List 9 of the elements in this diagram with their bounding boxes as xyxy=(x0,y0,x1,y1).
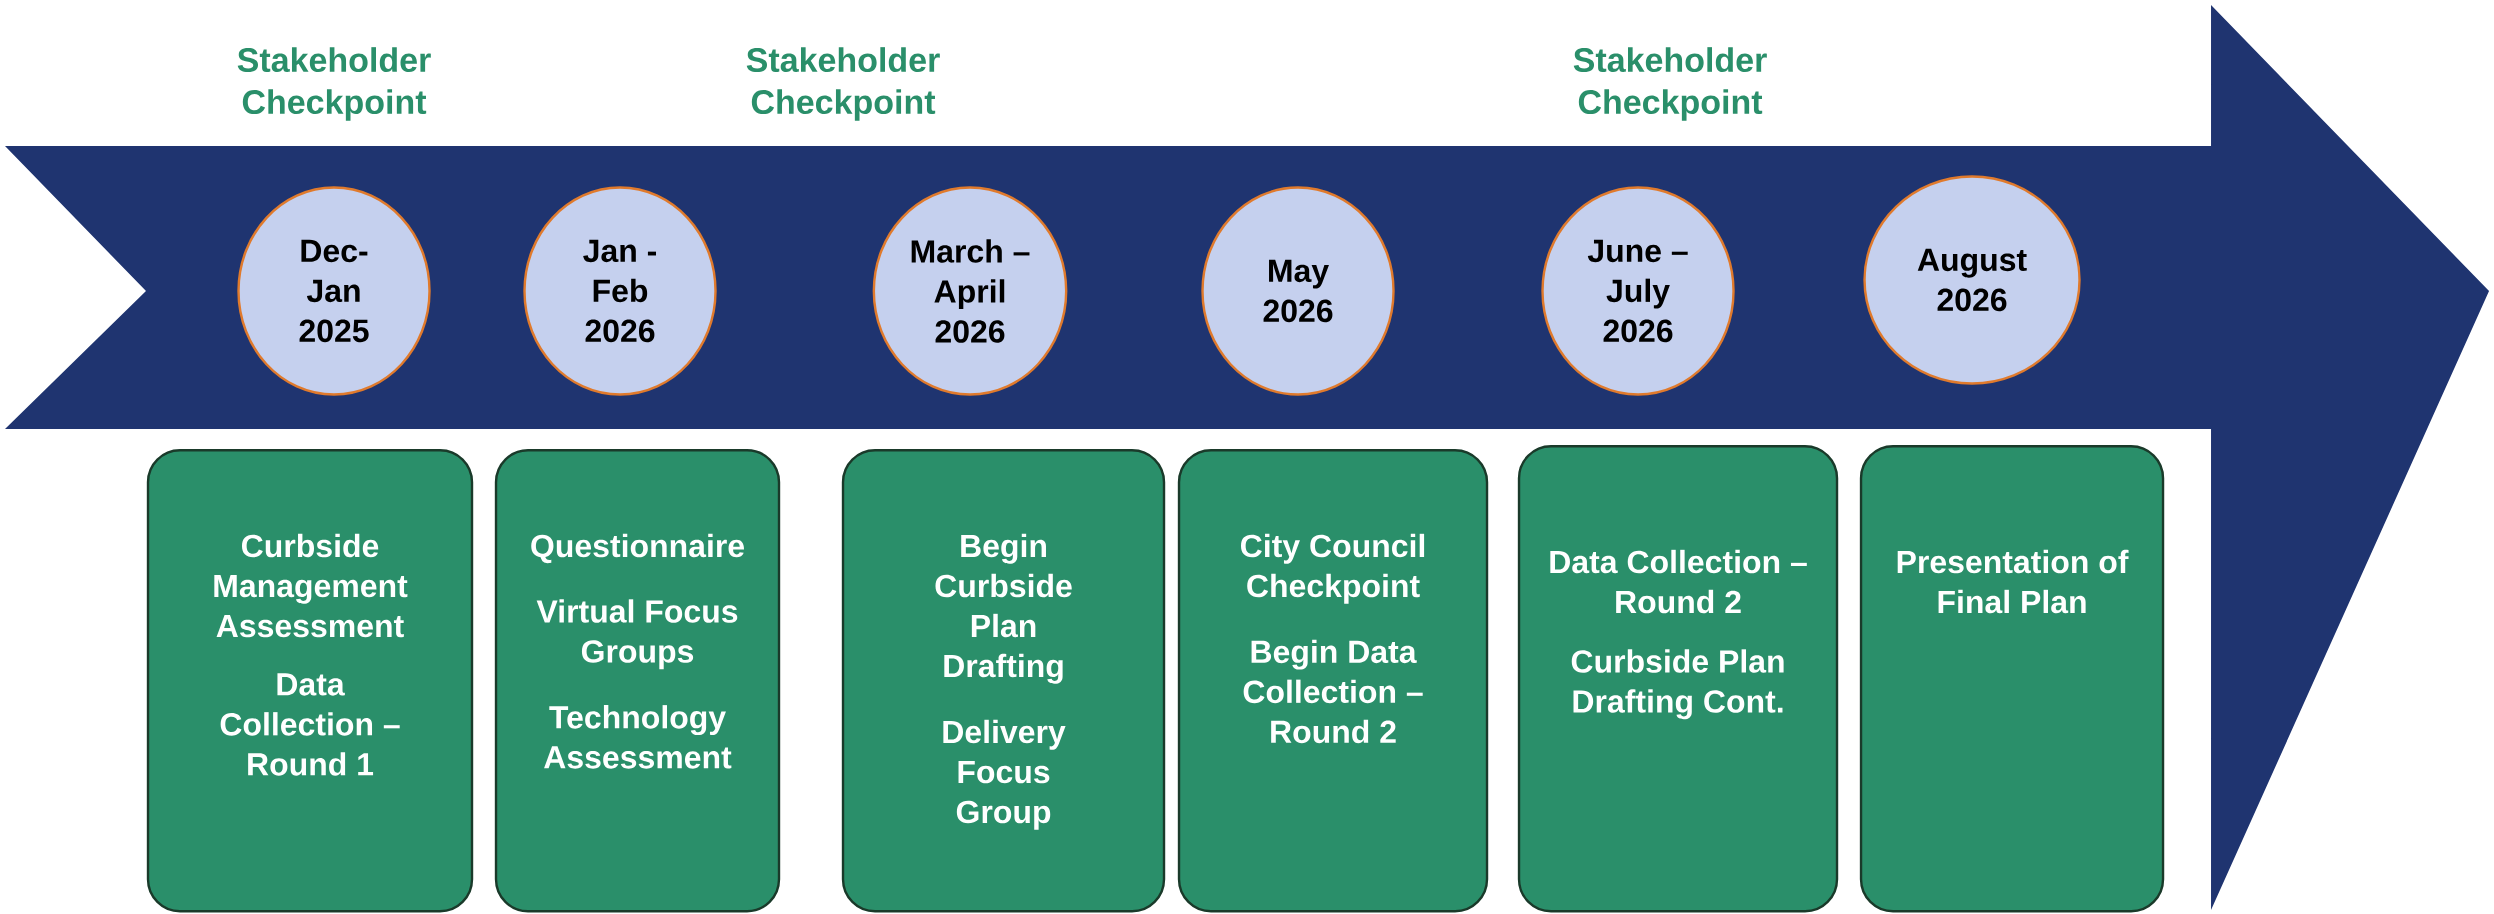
checkpoint-label: Stakeholder Checkpoint xyxy=(746,47,940,121)
task-box: Begin Curbside Plan Drafting Delivery Focus Group xyxy=(841,449,1166,913)
checkpoint-label: Stakeholder Checkpoint xyxy=(237,47,431,121)
task-box: Questionnaire Virtual Focus Groups Technology Assessment xyxy=(494,449,781,913)
checkpoint-label: Stakeholder Checkpoint xyxy=(1573,47,1767,121)
task-box: Curbside Management Assessment Data Collection – Round 1 xyxy=(146,449,474,913)
task-box: Presentation of Final Plan xyxy=(1859,445,2165,913)
task-box: Data Collection – Round 2 Curbside Plan Drafting Cont. xyxy=(1517,445,1839,913)
task-box: City Council Checkpoint Begin Data Collection – Round 2 xyxy=(1177,449,1489,913)
